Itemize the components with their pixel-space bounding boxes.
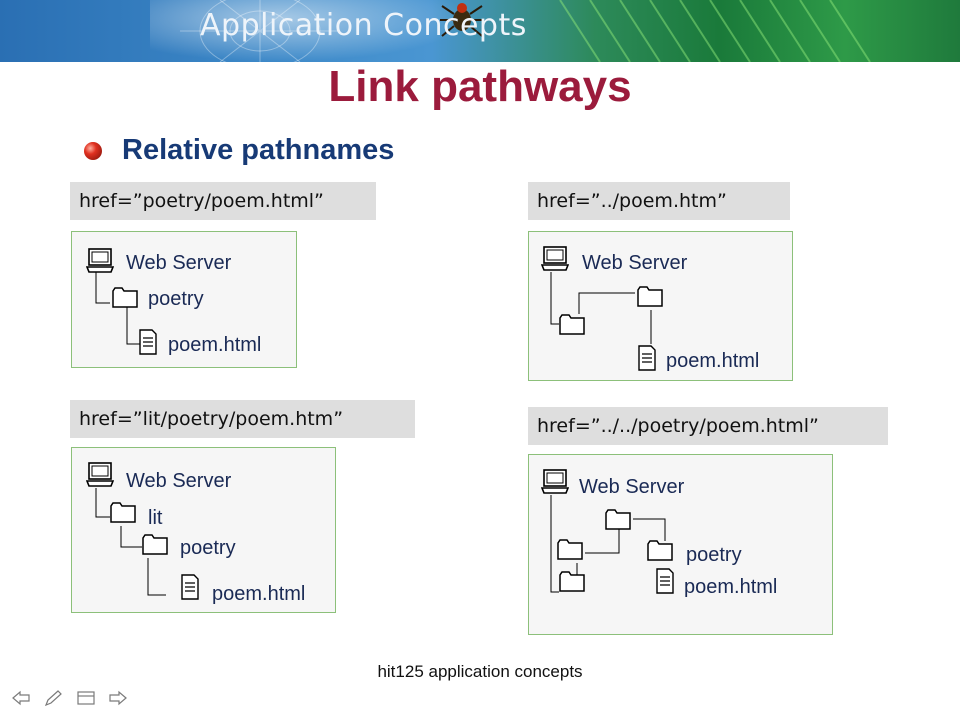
folder-label-1: poetry	[148, 288, 204, 310]
folder-icon	[637, 286, 663, 307]
banner-title: Application Concepts	[200, 8, 527, 43]
bullet-heading: Relative pathnames	[122, 134, 395, 166]
server-label-2: Web Server	[582, 252, 688, 274]
slide-nav-bar	[12, 690, 137, 711]
diagram-panel-3: Web Server lit poetry poem.html	[71, 447, 336, 613]
computer-icon	[86, 462, 114, 487]
folder-icon	[142, 534, 168, 555]
file-label-4: poem.html	[684, 576, 778, 598]
tree-lines-3	[95, 488, 166, 596]
server-label-3: Web Server	[126, 470, 232, 492]
href-label-4: href=”../../poetry/poem.html”	[528, 407, 888, 445]
file-label-1: poem.html	[168, 334, 262, 356]
spider-icon	[440, 3, 484, 37]
computer-icon	[541, 246, 569, 271]
server-label-1: Web Server	[126, 252, 232, 274]
folder-icon	[605, 509, 631, 530]
footer-text: hit125 application concepts	[377, 662, 583, 681]
nav-menu-icon[interactable]	[77, 690, 95, 711]
computer-icon	[86, 248, 114, 273]
folder-icon	[559, 571, 585, 592]
href-label-3: href=”lit/poetry/poem.htm”	[70, 400, 415, 438]
folder-icon	[557, 539, 583, 560]
nav-forward-icon[interactable]	[109, 690, 128, 711]
server-label-4: Web Server	[579, 476, 685, 498]
page-title: Link pathways	[328, 62, 632, 111]
document-icon	[656, 568, 674, 594]
folder-icon	[112, 287, 138, 308]
folder-label-poetry-3: poetry	[180, 537, 236, 559]
diagram-panel-2: Web Server poem.html	[528, 231, 793, 381]
tree-lines-4	[550, 495, 666, 593]
tree-lines-1	[95, 272, 142, 345]
nav-back-icon[interactable]	[12, 690, 30, 711]
document-icon	[638, 345, 656, 371]
computer-icon	[541, 469, 569, 494]
diagram-panel-1: Web Server poetry poem.html	[71, 231, 297, 368]
folder-icon	[559, 314, 585, 335]
href-label-2: href=”../poem.htm”	[528, 182, 790, 220]
banner-decoration	[180, 0, 871, 62]
tree-lines-2	[550, 272, 652, 344]
document-icon	[139, 329, 157, 355]
file-label-2: poem.html	[666, 350, 760, 372]
folder-label-4: poetry	[686, 544, 742, 566]
bullet-icon	[84, 142, 102, 160]
folder-label-lit: lit	[148, 507, 163, 529]
file-label-3: poem.html	[212, 583, 306, 605]
diagram-panel-4: Web Server poetry poem.html	[528, 454, 833, 635]
header-banner: Application Concepts	[0, 0, 960, 62]
href-label-1: href=”poetry/poem.html”	[70, 182, 376, 220]
document-icon	[181, 574, 199, 600]
folder-icon	[110, 502, 136, 523]
folder-icon	[647, 540, 673, 561]
nav-pen-icon[interactable]	[44, 690, 63, 711]
